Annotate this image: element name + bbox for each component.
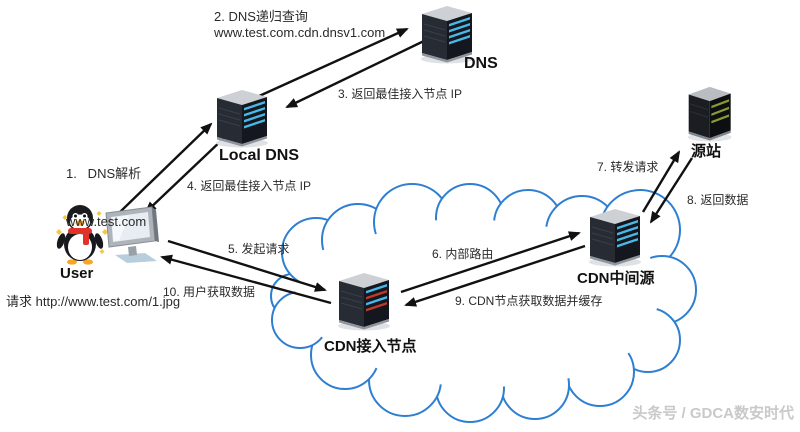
local-dns-node-label: Local DNS xyxy=(219,147,300,164)
cdn-mid-node-label: CDN中间源 xyxy=(577,270,655,287)
dns-node-label: DNS xyxy=(464,55,498,72)
user-penguin-icon xyxy=(56,205,108,265)
arrow-step-9-fetch-and-cache xyxy=(404,244,586,307)
origin-node-label: 源站 xyxy=(691,143,722,160)
arrow-step-1-dns-resolve xyxy=(119,122,213,213)
cdn-edge-node-label: CDN接入节点 xyxy=(324,338,417,355)
cdn-mid-server-icon xyxy=(588,208,642,267)
step-1-text: 1. DNS解析 xyxy=(66,166,142,181)
origin-server-icon xyxy=(687,86,732,142)
step-2-label: 2. DNS递归查询 www.test.com.cdn.dnsv1.com xyxy=(214,9,385,41)
arrow-step-5-send-request xyxy=(167,239,327,292)
step-7-label: 7. 转发请求 xyxy=(597,160,659,174)
user-node-label: User xyxy=(60,265,94,282)
step-3-label: 3. 返回最佳接入节点 IP xyxy=(338,87,463,101)
step-1-label: 1. DNS解析 www.test.com xyxy=(66,134,146,262)
arrow-step-8-return-data xyxy=(649,157,694,224)
step-2-domain: www.test.com.cdn.dnsv1.com xyxy=(214,25,386,40)
step-2-text: 2. DNS递归查询 xyxy=(214,9,308,24)
step-6-label: 6. 内部路由 xyxy=(432,247,494,261)
arrow-step-4-return-node-ip xyxy=(144,137,225,214)
step-8-label: 8. 返回数据 xyxy=(687,193,749,207)
step-1-domain: www.test.com xyxy=(66,214,147,229)
step-9-label: 9. CDN节点获取数据并缓存 xyxy=(455,294,603,308)
watermark-text: 头条号 / GDCA数安时代 xyxy=(632,405,794,422)
step-10-label: 10. 用户获取数据 xyxy=(163,285,256,299)
arrow-step-10-user-get-data xyxy=(160,254,332,305)
cdn-edge-server-icon xyxy=(337,272,391,331)
user-request-url: 请求 http://www.test.com/1.jpg xyxy=(6,294,181,309)
arrow-step-6-internal-routing xyxy=(400,231,581,294)
arrow-step-3-return-best-ip xyxy=(285,38,427,109)
arrow-step-7-forward-request xyxy=(641,150,681,213)
step-4-label: 4. 返回最佳接入节点 IP xyxy=(187,179,312,193)
local-dns-server-icon xyxy=(215,89,269,148)
user-monitor-icon xyxy=(105,206,159,263)
arrow-step-2-recursive-query xyxy=(256,27,409,99)
step-5-label: 5. 发起请求 xyxy=(228,242,290,256)
